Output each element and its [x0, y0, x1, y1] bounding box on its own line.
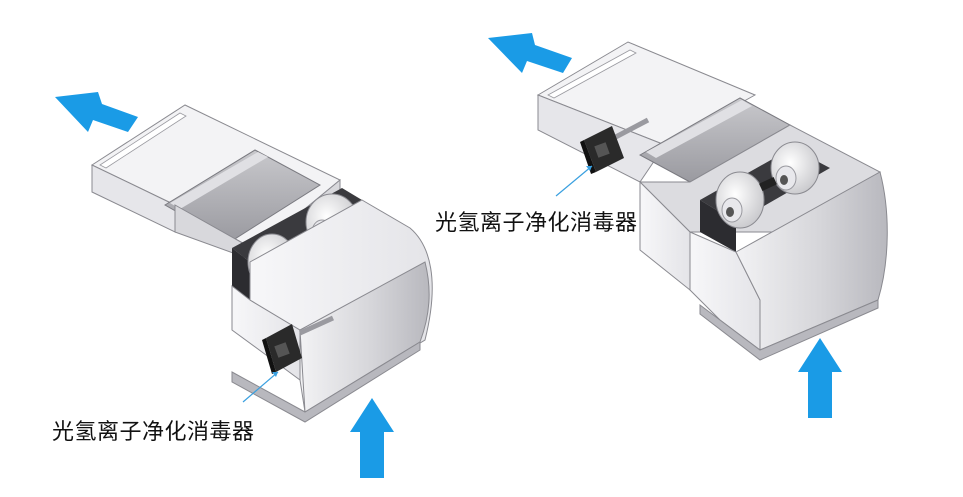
purifier-device-icon — [580, 126, 624, 174]
fan-icon — [770, 141, 820, 195]
pointer-line — [555, 165, 593, 197]
right-air-handling-unit — [488, 33, 888, 418]
purifier-label-right: 光氢离子净化消毒器 — [435, 211, 638, 236]
arrow-icon — [55, 92, 138, 132]
purifier-device-icon — [262, 324, 302, 374]
left-air-handling-unit — [55, 92, 433, 478]
arrow-icon — [798, 338, 842, 418]
purifier-label-left: 光氢离子净化消毒器 — [52, 420, 255, 445]
pointer-line — [242, 371, 279, 403]
arrow-icon — [350, 398, 394, 478]
fan-icon — [715, 171, 765, 229]
arrow-icon — [488, 33, 572, 73]
